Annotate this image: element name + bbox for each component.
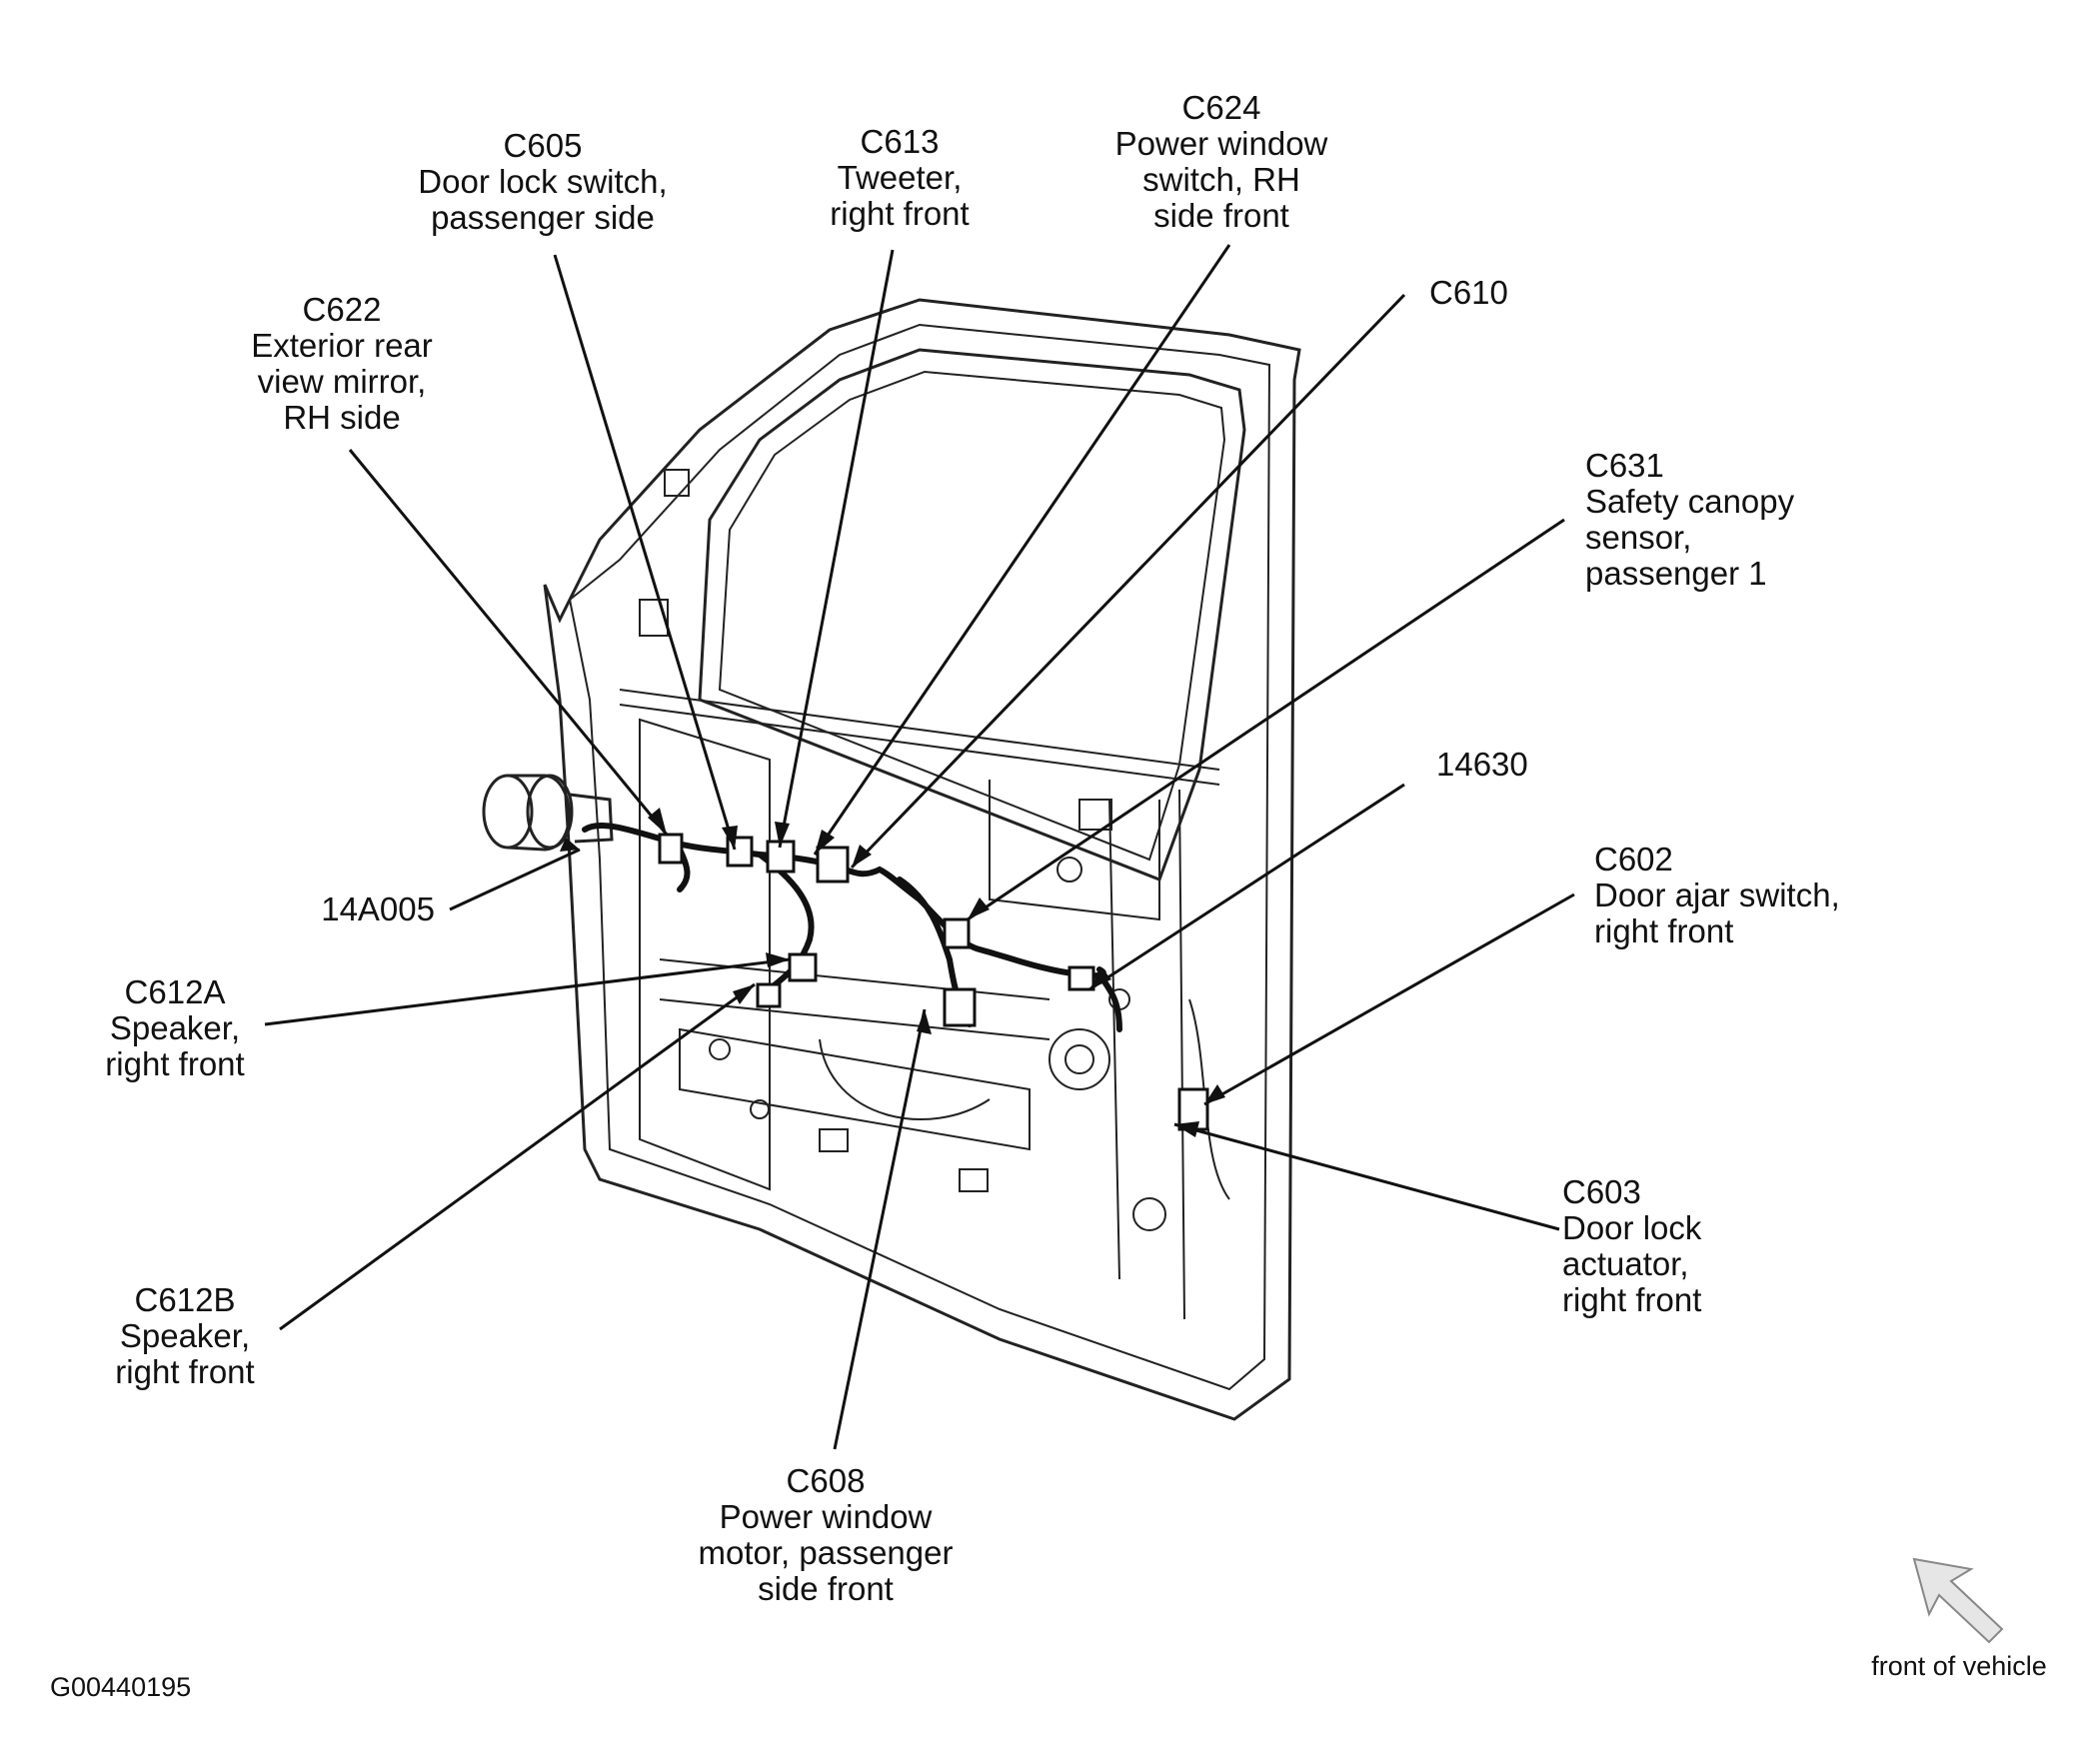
label-14630: 14630 [1436,747,1528,783]
label-c602-line1: C602 [1594,841,1673,878]
label-c631-line3: sensor, [1585,519,1692,556]
label-c622-line2: Exterior rear [251,327,433,364]
label-c610: C610 [1429,275,1508,311]
leader-lines [264,244,1575,1450]
label-c605-line3: passenger side [431,199,655,236]
leader-c613 [778,249,895,849]
label-c603-line4: right front [1562,1281,1702,1318]
label-c624-line2: Power window [1114,125,1328,162]
label-c608-line4: side front [758,1570,894,1607]
leader-14630 [1088,783,1405,991]
label-c608-line2: Power window [719,1498,933,1535]
label-c622-line1: C622 [302,291,382,328]
label-c613-line1: C613 [860,123,940,160]
label-c612b-line3: right front [115,1353,255,1390]
label-c605: C605 Door lock switch, passenger side [418,128,667,236]
label-c631: C631 Safety canopy sensor, passenger 1 [1585,448,1794,592]
label-c608: C608 Power window motor, passenger side … [699,1463,954,1607]
label-c608-line1: C608 [786,1462,866,1499]
label-c605-line2: Door lock switch, [418,163,668,200]
label-c602-line3: right front [1594,912,1734,949]
leader-14a005 [449,848,581,911]
label-c603-line3: actuator, [1562,1245,1689,1282]
label-c624-line1: C624 [1181,89,1261,126]
leader-c605 [553,254,737,851]
connectors [658,833,1209,1131]
leader-c631 [967,518,1565,921]
label-c610-line1: C610 [1429,274,1508,311]
front-of-vehicle-arrow-icon [1912,1557,2004,1644]
label-c631-line1: C631 [1585,447,1664,484]
label-c612b: C612B Speaker, right front [115,1282,254,1390]
label-c608-line3: motor, passenger [698,1534,954,1571]
label-c624: C624 Power window switch, RH side front [1115,90,1328,234]
label-c602-line2: Door ajar switch, [1594,877,1840,913]
front-of-vehicle-caption: front of vehicle [1871,1651,2047,1681]
label-c612a-line2: Speaker, [109,1009,241,1046]
leader-c612a [264,957,791,1026]
label-c613-line3: right front [830,195,970,232]
label-c602: C602 Door ajar switch, right front [1594,842,1840,949]
label-c622-line3: view mirror, [257,363,427,400]
label-c603-line1: C603 [1562,1173,1641,1210]
leader-c612b [279,982,756,1331]
leader-c603 [1173,1122,1560,1231]
label-c603: C603 Door lock actuator, right front [1562,1174,1701,1318]
label-c612b-line2: Speaker, [119,1317,251,1354]
label-c631-line2: Safety canopy [1585,483,1795,520]
leader-c622 [348,449,669,836]
label-c612a: C612A Speaker, right front [105,974,244,1082]
leader-c602 [1203,892,1575,1106]
label-c624-line4: side front [1153,197,1289,234]
label-c622-line4: RH side [283,399,401,436]
leader-arrowheads [560,808,1225,1137]
mirror-mount [482,774,614,852]
label-c622: C622 Exterior rear view mirror, RH side [251,292,433,436]
label-c624-line3: switch, RH [1142,161,1300,198]
figure-id: G00440195 [50,1672,192,1702]
label-14a005: 14A005 [300,891,435,927]
label-c603-line2: Door lock [1562,1209,1702,1246]
label-c631-line4: passenger 1 [1585,555,1767,592]
label-c612a-line1: C612A [124,973,226,1010]
label-14a005-line1: 14A005 [321,890,435,927]
label-c613: C613 Tweeter, right front [830,124,969,232]
leader-c624 [813,244,1231,856]
label-c612a-line3: right front [105,1045,245,1082]
label-14630-line1: 14630 [1436,746,1528,783]
leader-c608 [833,1008,927,1450]
label-c613-line2: Tweeter, [837,159,963,196]
door-panel-outline [543,298,1301,1421]
label-c612b-line1: C612B [134,1281,236,1318]
label-c605-line1: C605 [503,127,583,164]
leader-c610 [850,293,1406,870]
